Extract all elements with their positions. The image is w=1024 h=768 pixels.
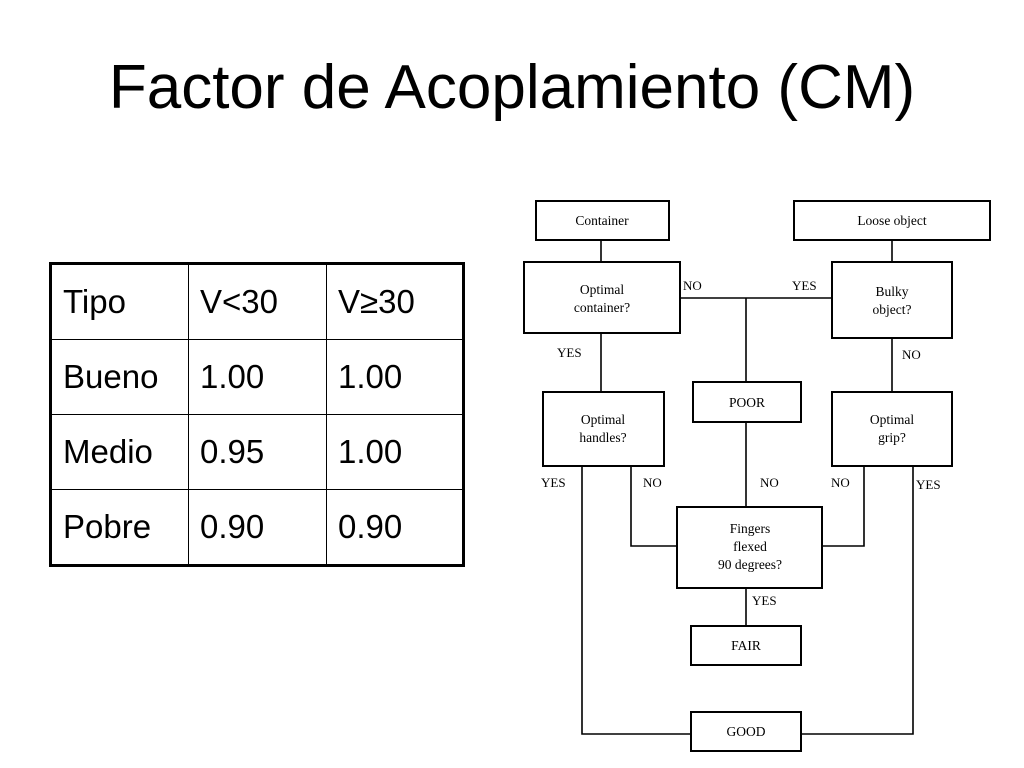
optimal-container-box [523,261,681,334]
optimal-grip-box [831,391,953,467]
table-row: Medio 0.95 1.00 [50,414,464,490]
container-box [535,200,670,241]
table-row: Pobre 0.90 0.90 [50,489,464,566]
fingers-flexed-box [676,506,823,589]
edge-label-handles-no: NO [643,475,662,490]
table-cell: 0.95 [188,414,327,490]
table-cell: 0.90 [188,489,327,566]
table-cell: 1.00 [326,339,464,415]
edge-label-grip-yes: YES [916,477,941,492]
flowchart-edge-labels: NO YES YES NO YES NO NO NO YES YES [541,278,941,608]
bulky-object-box [831,261,953,339]
good-box [690,711,802,752]
loose-object-box [793,200,991,241]
optimal-handles-label: Optimal [581,412,625,427]
bulky-object-label: Bulky [875,284,908,299]
poor-box [692,381,802,423]
edge-label-container-yes: YES [557,345,582,360]
table-cell: 0.90 [326,489,464,566]
table-cell: Bueno [50,339,189,415]
bulky-object-label: object? [873,302,912,317]
flowchart-connectors [581,240,914,735]
connector-line [801,466,914,735]
optimal-grip-label: grip? [878,430,906,445]
loose-object-label: Loose object [857,213,927,228]
optimal-handles-label: handles? [579,430,626,445]
poor-label: POOR [729,395,765,410]
optimal-container-label: container? [574,300,630,315]
connector-line [630,466,677,547]
table-header-cell: Tipo [50,263,189,340]
table-cell: 1.00 [188,339,327,415]
table-header-cell: V<30 [188,263,327,340]
fair-label: FAIR [731,638,761,653]
good-label: GOOD [727,724,766,739]
edge-label-handles-yes: YES [541,475,566,490]
edge-label-fingers-yes: YES [752,593,777,608]
fingers-flexed-label: flexed [733,539,767,554]
connector-line [822,466,865,547]
flowchart-boxes [523,200,991,752]
edge-label-container-no: NO [683,278,702,293]
table-cell: Medio [50,414,189,490]
coupling-flowchart: Container Loose object Optimal container… [523,200,991,752]
fingers-flexed-label: Fingers [730,521,771,536]
optimal-grip-label: Optimal [870,412,914,427]
edge-label-grip-no: NO [831,475,850,490]
fingers-flexed-label: 90 degrees? [718,557,782,572]
optimal-handles-box [542,391,665,467]
table-header-cell: V≥30 [326,263,464,340]
table-header-row: Tipo V<30 V≥30 [50,263,464,340]
table-cell: Pobre [50,489,189,566]
optimal-container-label: Optimal [580,282,624,297]
container-label: Container [575,213,629,228]
fair-box [690,625,802,666]
edge-label-bulky-yes: YES [792,278,817,293]
edge-label-bulky-no: NO [902,347,921,362]
coupling-factor-table: Tipo V<30 V≥30 Bueno 1.00 1.00 Medio 0.9… [49,262,465,567]
slide-title: Factor de Acoplamiento (CM) [108,53,916,122]
connector-line [581,466,691,735]
table-cell: 1.00 [326,414,464,490]
edge-label-poor-no: NO [760,475,779,490]
flowchart-box-labels: Container Loose object Optimal container… [574,213,927,739]
table-row: Bueno 1.00 1.00 [50,339,464,415]
